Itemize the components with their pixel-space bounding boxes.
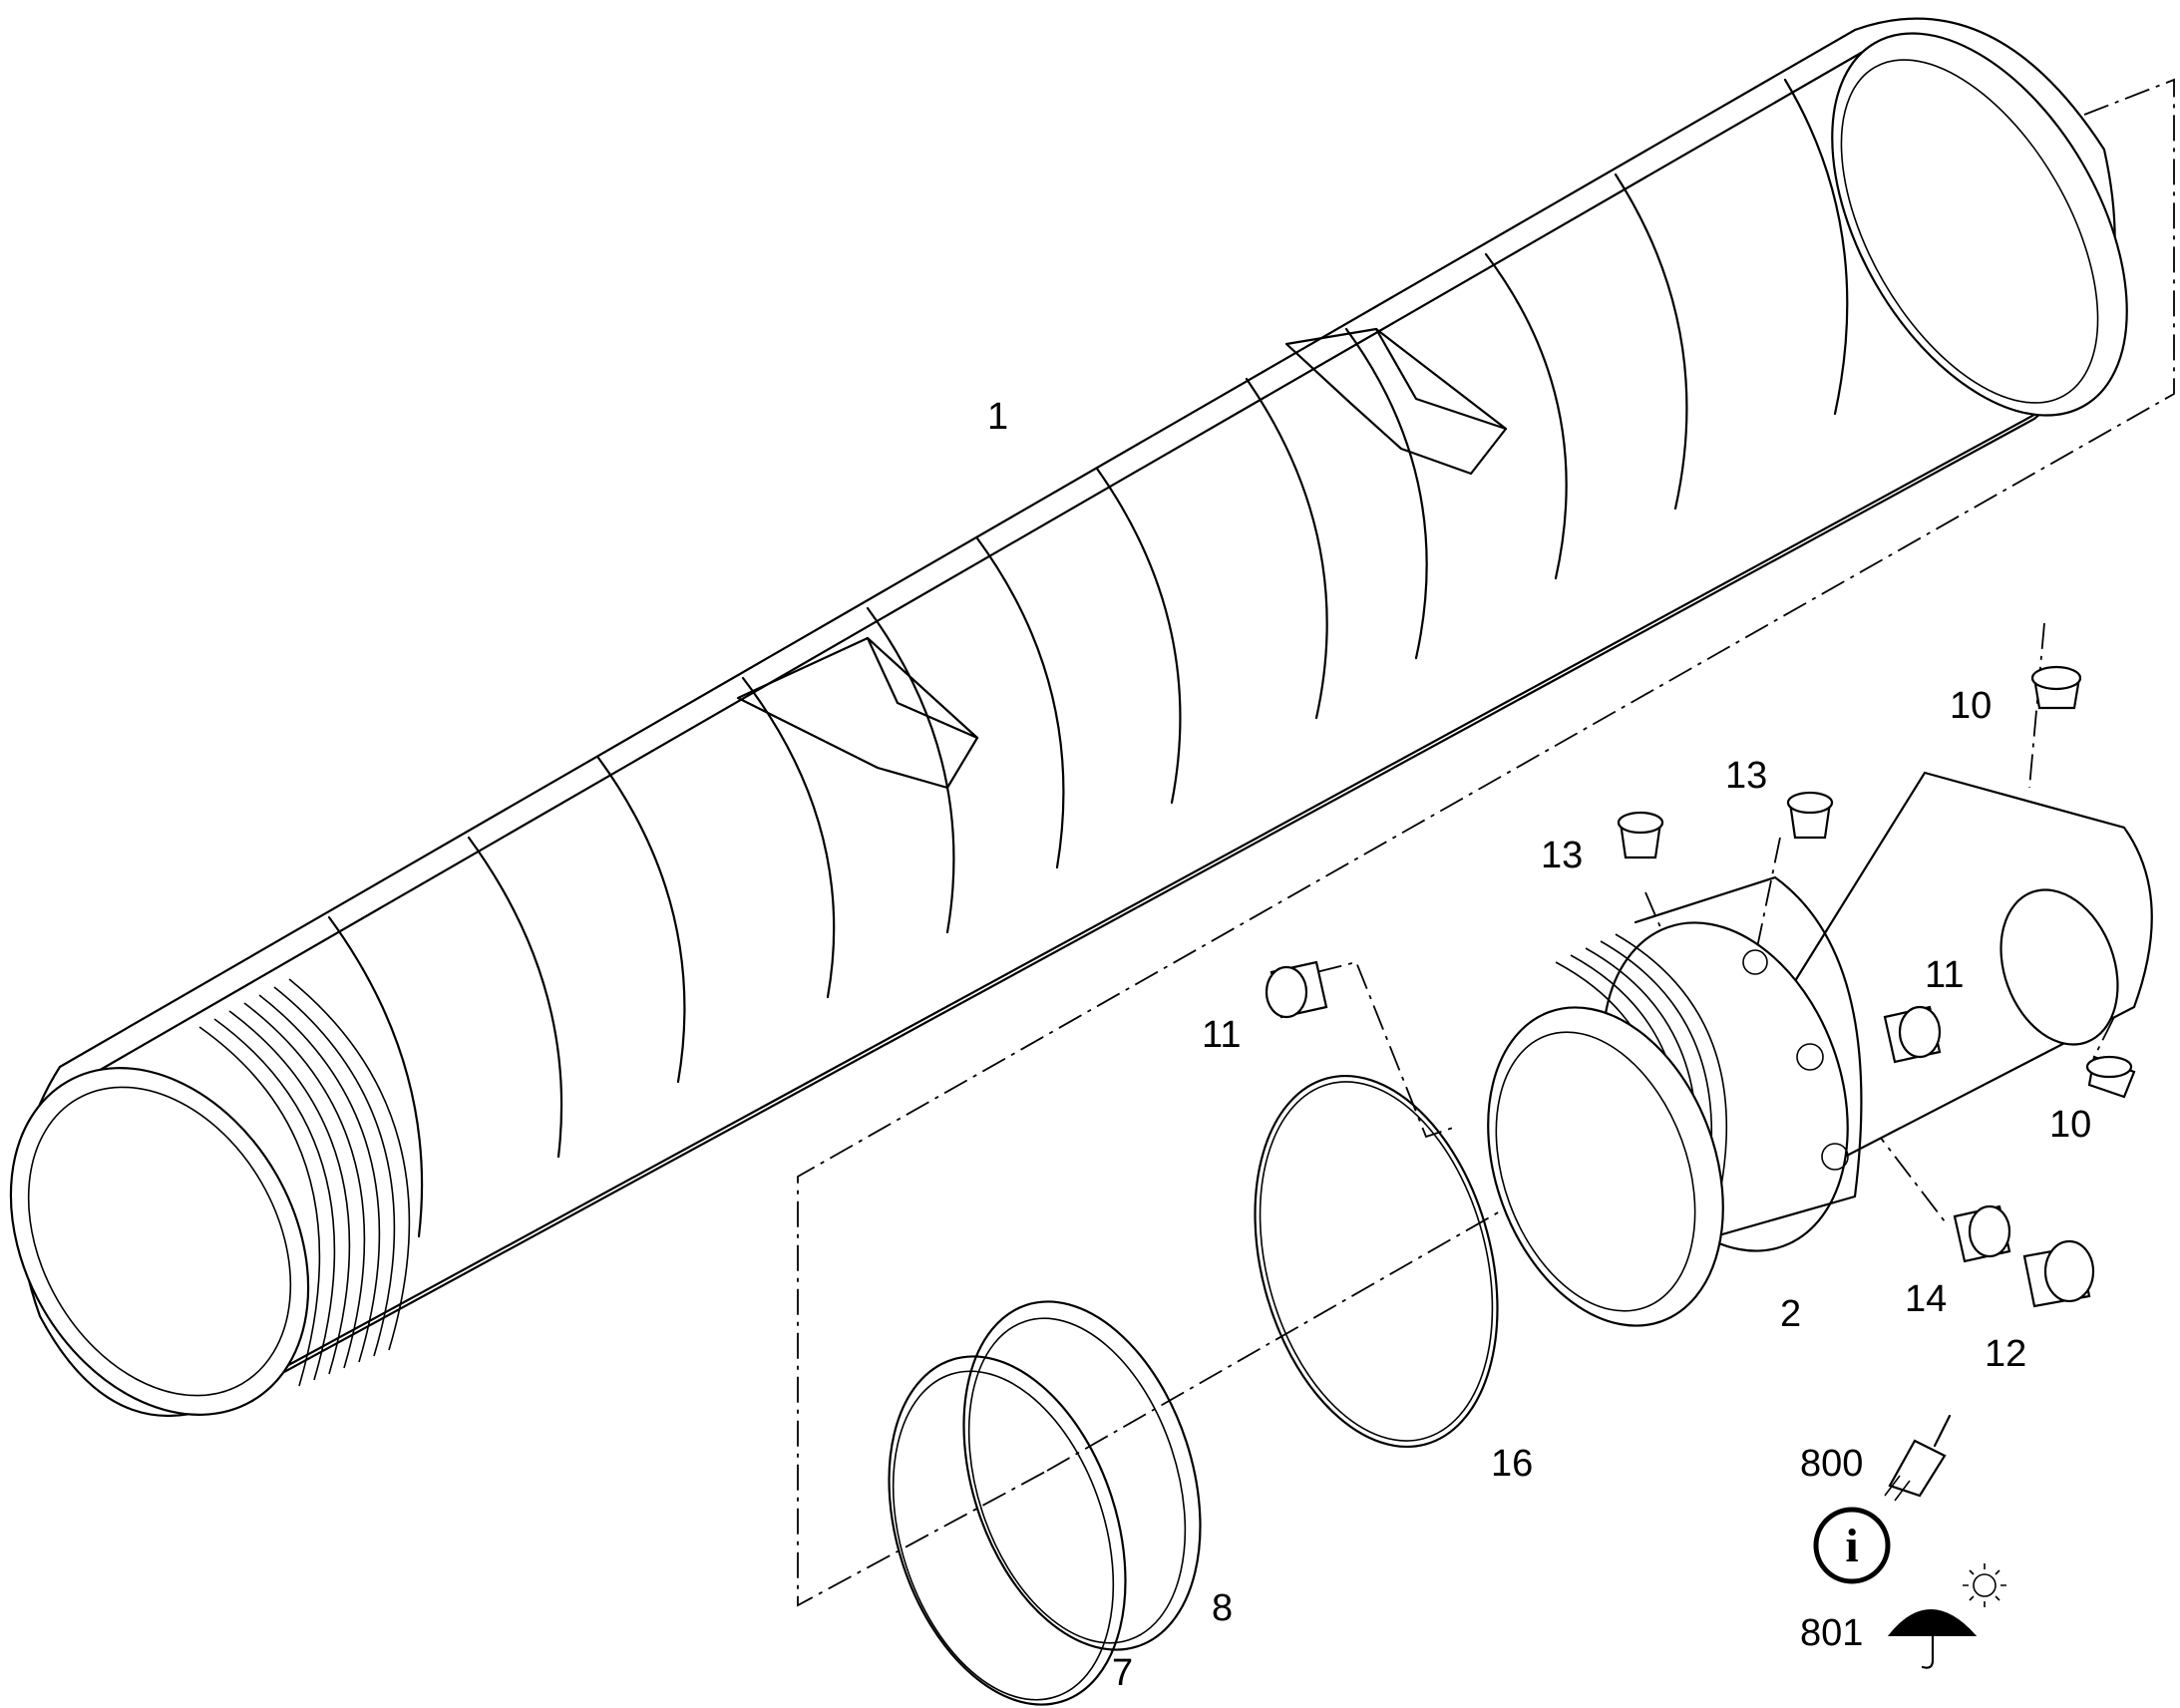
hex-flats <box>736 327 1508 790</box>
seal-8 <box>962 1300 1202 1651</box>
plug-11-left <box>1265 960 1328 1019</box>
callout-14: 14 <box>1905 1278 1947 1320</box>
tube-grooves <box>327 78 1849 1238</box>
info-symbol: i <box>1845 1520 1858 1572</box>
callout-10-bottom: 10 <box>2049 1104 2091 1146</box>
callout-7: 7 <box>1112 1652 1133 1694</box>
callout-11-left: 11 <box>1202 1014 1241 1056</box>
callout-8: 8 <box>1212 1587 1233 1629</box>
tube-near-end <box>9 978 411 1416</box>
callout-2: 2 <box>1780 1293 1801 1335</box>
part-1-tube <box>9 17 2128 1418</box>
umbrella-sun-icon <box>1887 1563 2006 1669</box>
info-icon: i <box>1813 1507 1891 1584</box>
callout-11-right: 11 <box>1925 954 1964 996</box>
callout-13-left: 13 <box>1541 835 1583 876</box>
plug-14 <box>1953 1204 2011 1263</box>
callout-12: 12 <box>1985 1333 2026 1375</box>
plug-10-top <box>2030 665 2082 710</box>
callout-1: 1 <box>987 396 1008 438</box>
screw-12 <box>2022 1239 2095 1308</box>
callouts: 1 2 7 8 10 10 11 11 12 13 13 14 16 800 8… <box>987 396 2091 1694</box>
callout-10-top: 10 <box>1950 685 1992 727</box>
plug-13-right <box>1786 791 1834 840</box>
callout-801: 801 <box>1800 1612 1863 1654</box>
plug-13-left <box>1617 811 1664 859</box>
seal-7 <box>888 1355 1127 1706</box>
seal-16 <box>1254 1074 1499 1449</box>
callout-13-right: 13 <box>1725 755 1767 797</box>
brush-icon <box>1884 1414 1952 1502</box>
plug-11-right <box>1883 1005 1942 1064</box>
callout-16: 16 <box>1491 1443 1533 1485</box>
plug-10-bottom <box>2085 1055 2136 1099</box>
callout-800: 800 <box>1800 1443 1863 1485</box>
part-2-head <box>1487 771 2153 1327</box>
